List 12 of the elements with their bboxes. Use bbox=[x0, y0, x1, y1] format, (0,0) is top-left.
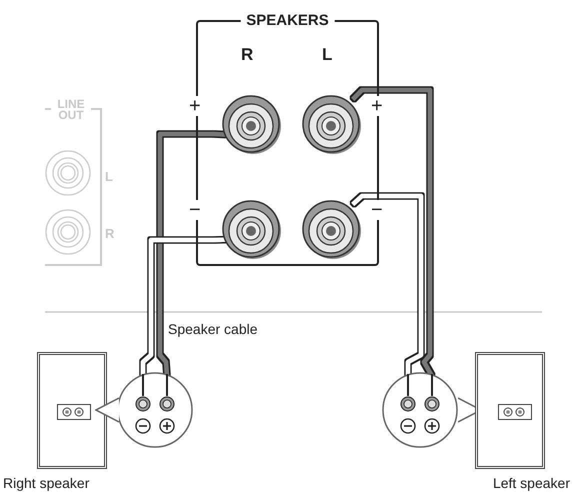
polarity-sign: − bbox=[189, 200, 201, 220]
polarity-sign: − bbox=[371, 200, 383, 220]
speaker-name: Left speaker bbox=[492, 476, 570, 490]
cable-label: Speaker cable bbox=[168, 322, 258, 336]
speaker-wire bbox=[158, 132, 227, 376]
polarity-sign: + bbox=[371, 96, 383, 116]
polarity-sign: + bbox=[189, 96, 201, 116]
channel-label: R bbox=[241, 46, 254, 63]
speaker-wire bbox=[351, 88, 434, 378]
channel-label: L bbox=[322, 46, 332, 63]
panel-title: SPEAKERS bbox=[240, 13, 335, 28]
speaker-name: Right speaker bbox=[3, 476, 90, 490]
